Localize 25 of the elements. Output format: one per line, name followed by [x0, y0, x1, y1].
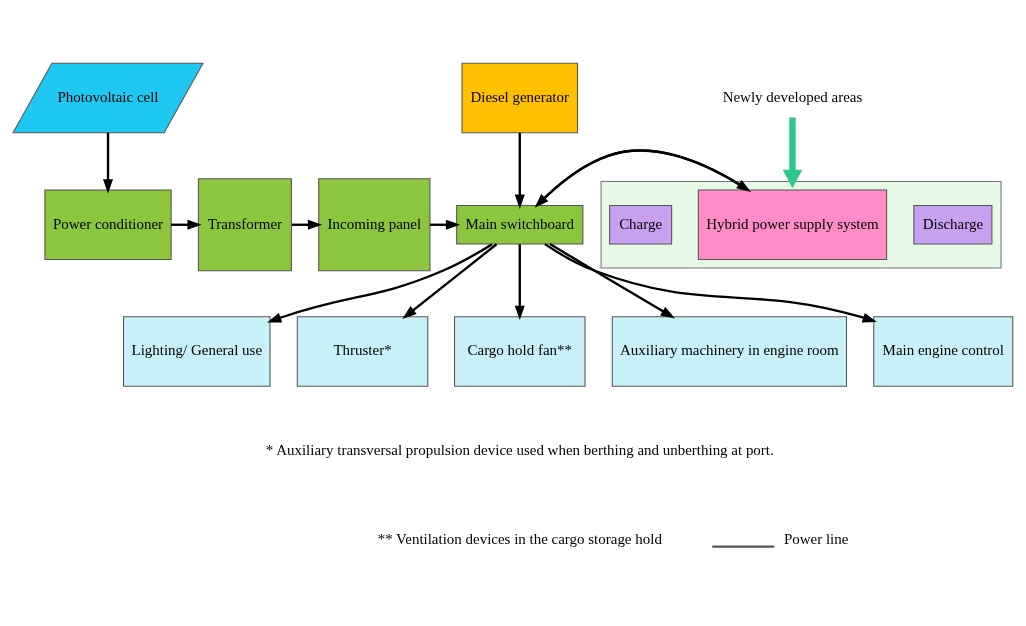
label: * Auxiliary transversal propulsion device used when berthing and unberthing at port.	[265, 442, 774, 459]
arrow	[544, 243, 877, 323]
node-box: Charge	[609, 205, 673, 245]
node-box: Cargo hold fan**	[454, 316, 586, 387]
node-box: Diesel generator	[461, 62, 579, 134]
node-box: Thruster*	[296, 316, 429, 387]
arrow	[549, 243, 676, 319]
legend-label: Power line	[783, 531, 849, 548]
node-box: Power conditioner	[44, 189, 172, 261]
node-box: Incoming panel	[318, 178, 431, 272]
node-box: Auxiliary machinery in engine room	[611, 316, 848, 387]
arrow	[782, 117, 803, 189]
node-box: Discharge	[913, 205, 993, 245]
node-box: Main engine control	[873, 316, 1014, 387]
node-box: Hybrid power supply system	[697, 189, 888, 261]
arrow	[514, 132, 525, 209]
arrow	[514, 244, 525, 320]
label: ** Ventilation devices in the cargo storage hold	[377, 530, 662, 547]
arrow	[402, 243, 498, 319]
arrow	[267, 243, 493, 323]
arrow	[103, 132, 114, 194]
node-box: Transformer	[197, 178, 292, 272]
node-text: Newly developed areas	[722, 88, 863, 105]
node-box: Lighting/ General use	[123, 316, 271, 387]
node-box: Main switchboard	[456, 205, 584, 245]
